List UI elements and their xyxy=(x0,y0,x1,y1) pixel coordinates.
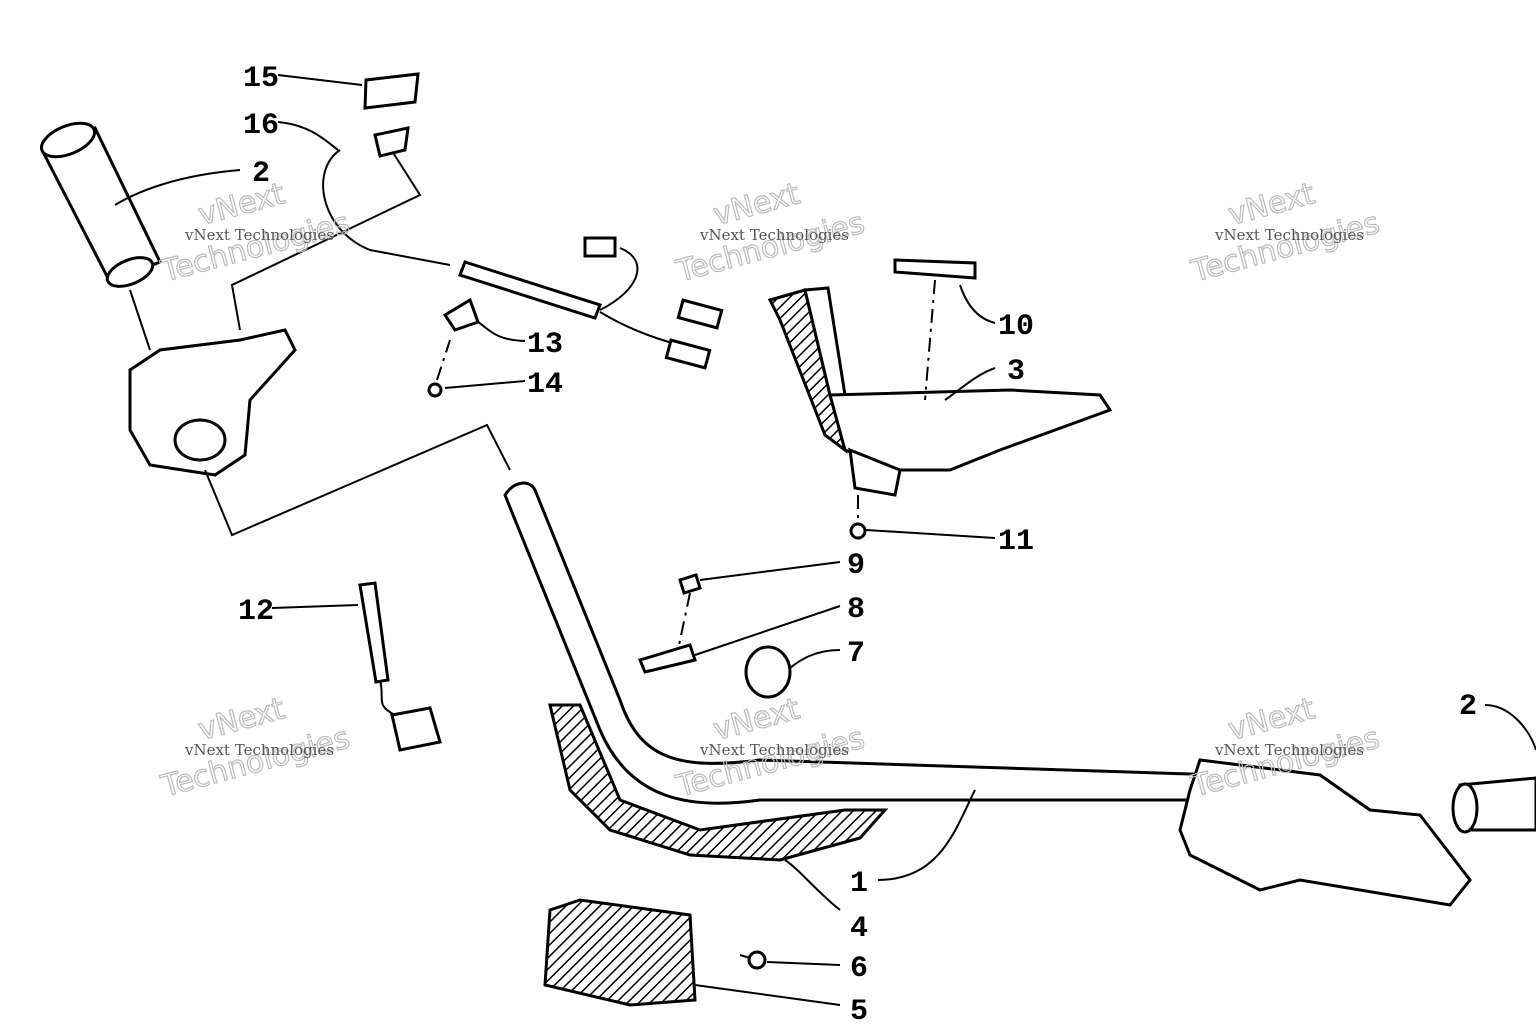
svg-text:vNext Technologies: vNext Technologies xyxy=(699,741,849,759)
label-15 xyxy=(363,72,420,110)
svg-text:vNext Technologies: vNext Technologies xyxy=(184,226,334,244)
svg-text:vNext Technologies: vNext Technologies xyxy=(1214,226,1364,244)
callout-6: 6 xyxy=(850,952,868,986)
callout-8: 8 xyxy=(847,593,865,627)
callout-1: 1 xyxy=(850,867,868,901)
screw-6 xyxy=(739,950,767,970)
nut-11 xyxy=(849,495,867,540)
clamp-7 xyxy=(744,645,792,699)
grip-right xyxy=(1451,776,1536,834)
handlebar-1 xyxy=(503,481,1222,805)
callout-9: 9 xyxy=(847,549,865,583)
assembly-line-bar xyxy=(204,423,511,537)
callout-16: 16 xyxy=(243,109,279,143)
callout-2-left: 2 xyxy=(252,157,270,191)
screw-14 xyxy=(427,339,451,398)
plate-8 xyxy=(637,643,697,674)
kill-switch-12 xyxy=(358,581,442,752)
riser-block-5 xyxy=(543,898,697,1007)
assembly-line-housing xyxy=(230,139,422,331)
cap-10 xyxy=(893,258,977,401)
callout-12: 12 xyxy=(238,595,274,629)
riser-block-4 xyxy=(548,703,889,862)
brake-lever-right xyxy=(1178,758,1472,907)
watermark-3: vNext Technologies vNext Technologies xyxy=(1187,176,1384,290)
svg-text:vNext Technologies: vNext Technologies xyxy=(699,226,849,244)
watermark-4: vNext Technologies vNext Technologies xyxy=(157,691,354,805)
callout-4: 4 xyxy=(850,912,868,946)
callout-7: 7 xyxy=(847,637,865,671)
callout-2-right: 2 xyxy=(1459,690,1477,724)
leader-lines xyxy=(114,74,1536,1006)
switch-wire-16 xyxy=(322,126,724,370)
handlebar-pad-3 xyxy=(767,286,1113,497)
grip-left xyxy=(39,121,163,288)
svg-text:vNext Technologies: vNext Technologies xyxy=(1214,741,1364,759)
svg-text:vNext Technologies: vNext Technologies xyxy=(184,741,334,759)
watermark-2: vNext Technologies vNext Technologies xyxy=(672,176,869,290)
clip-13 xyxy=(442,297,480,332)
callout-13: 13 xyxy=(527,328,563,362)
bolt-9 xyxy=(677,573,702,651)
callout-15: 15 xyxy=(243,62,279,96)
callout-14: 14 xyxy=(527,368,563,402)
callout-10: 10 xyxy=(998,310,1034,344)
throttle-housing xyxy=(128,328,297,477)
callout-3: 3 xyxy=(1007,355,1025,389)
assembly-line-left xyxy=(129,289,151,351)
callout-5: 5 xyxy=(850,995,868,1024)
callout-11: 11 xyxy=(998,525,1034,559)
